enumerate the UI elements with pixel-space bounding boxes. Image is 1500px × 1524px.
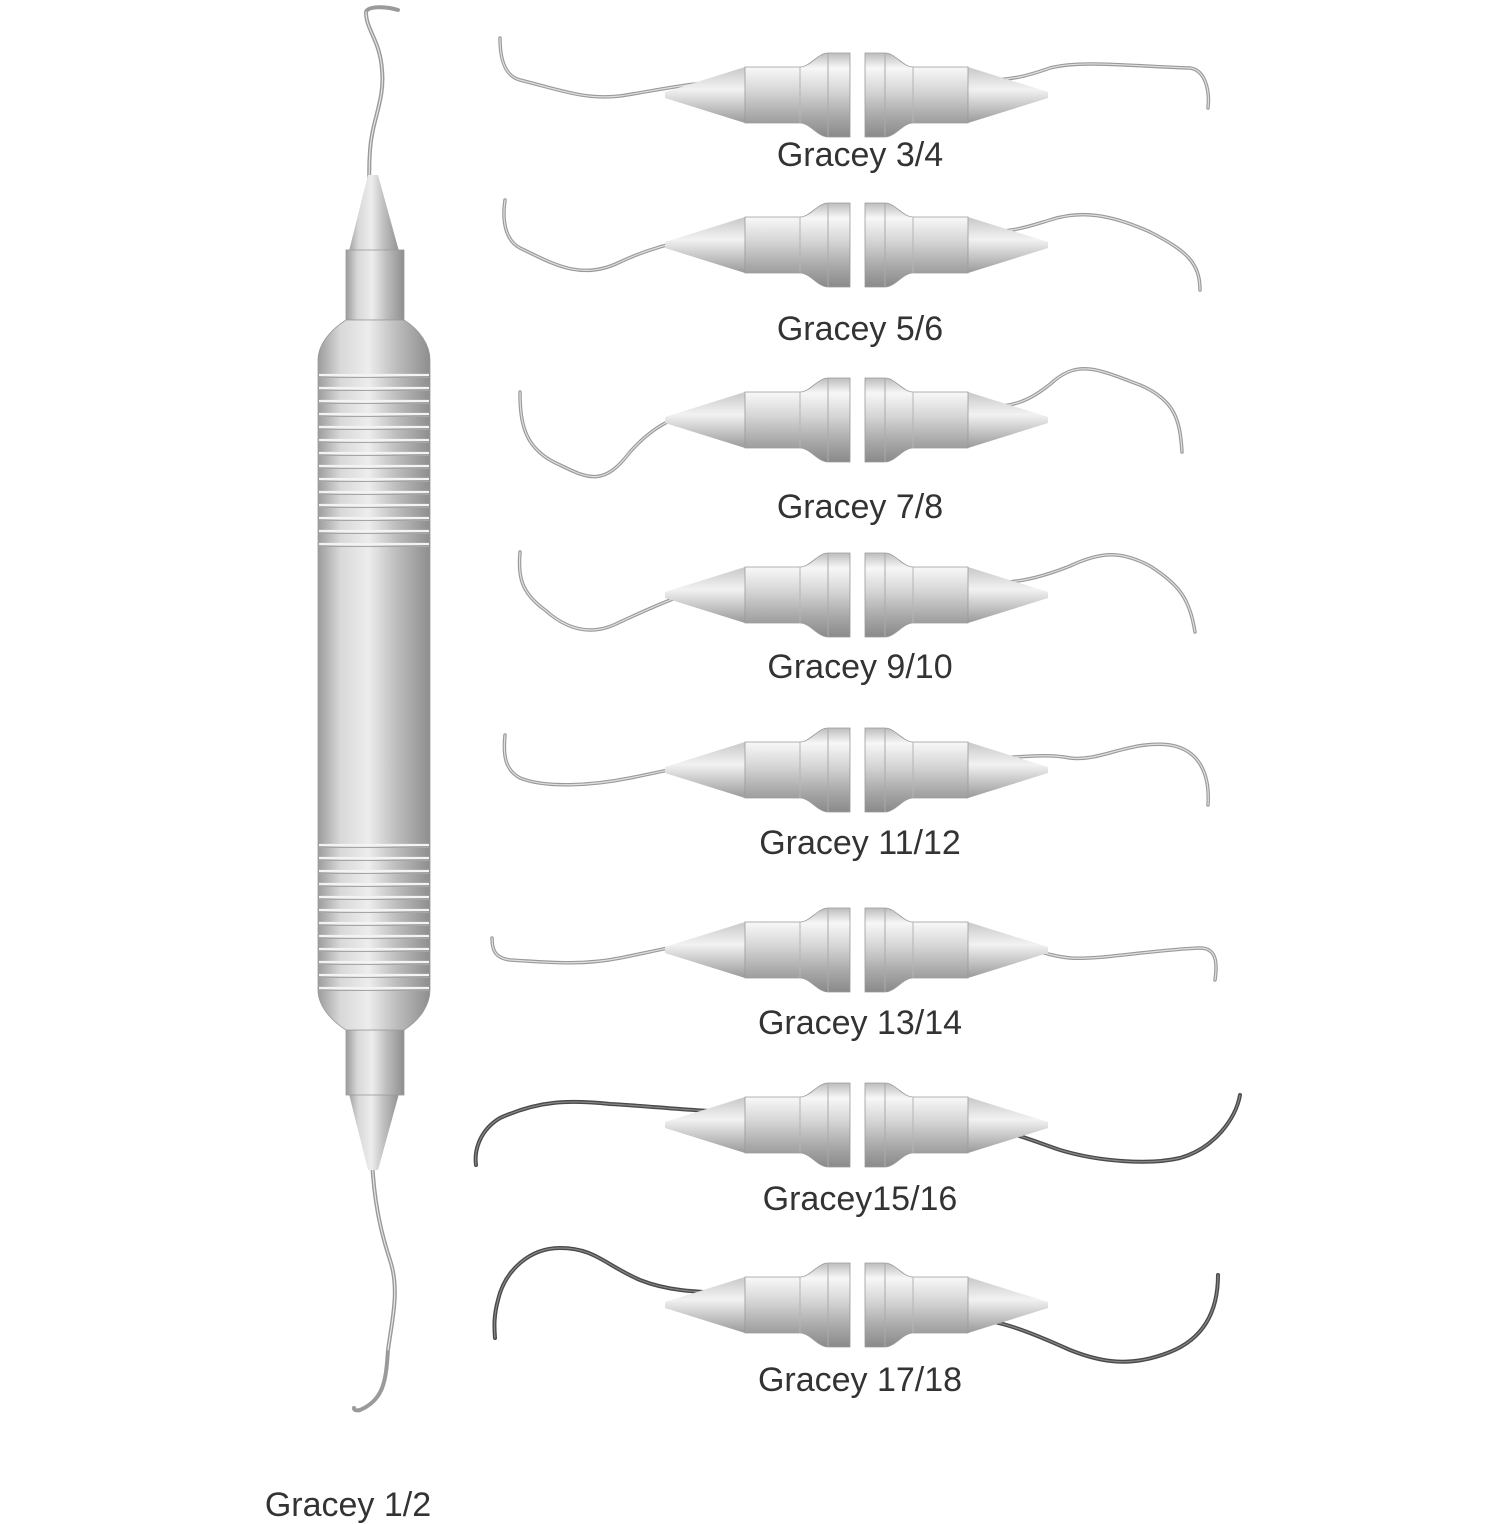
handle-right <box>864 52 969 138</box>
handle-right <box>864 552 969 638</box>
instrument-label: Gracey 9/10 <box>767 648 953 686</box>
handle-left <box>744 202 851 288</box>
taper-left <box>665 217 745 273</box>
collar-bottom <box>345 1029 405 1096</box>
horizontal-instrument <box>502 727 1210 813</box>
taper-right <box>968 742 1048 798</box>
instrument-label: Gracey 3/4 <box>776 136 944 174</box>
handle-left <box>744 552 851 638</box>
instrument-label: Gracey 17/18 <box>757 1361 963 1399</box>
collar-top <box>345 249 405 321</box>
handle-left <box>744 52 851 138</box>
taper-bottom <box>348 1090 400 1170</box>
taper-left <box>665 742 745 798</box>
taper-right <box>968 217 1048 273</box>
horizontal-instrument <box>473 1082 1242 1168</box>
handle-right <box>864 1262 969 1348</box>
taper-left <box>665 1277 745 1333</box>
taper-right <box>968 1277 1048 1333</box>
taper-left <box>665 922 745 978</box>
instrument-label: Gracey 1/2 <box>264 1486 432 1524</box>
working-end-right <box>966 1273 1220 1364</box>
horizontal-instrument <box>492 1245 1220 1364</box>
handle-left <box>744 377 851 463</box>
handle-left <box>744 727 851 813</box>
taper-left <box>665 67 745 123</box>
working-end-left <box>473 1099 747 1167</box>
working-end-bottom <box>352 1158 397 1413</box>
horizontal-instrument <box>490 907 1218 993</box>
horizontal-instrument <box>517 550 1197 638</box>
vertical-instrument <box>317 5 431 1413</box>
handle-body <box>317 319 431 1031</box>
horizontal-instrument <box>498 36 1211 138</box>
handle-right <box>864 727 969 813</box>
taper-right <box>968 392 1048 448</box>
handle-left <box>744 1262 851 1348</box>
handle-right <box>864 907 969 993</box>
instrument-label: Gracey 11/12 <box>759 824 961 862</box>
taper-right <box>968 567 1048 623</box>
working-end-right <box>966 1093 1242 1164</box>
taper-right <box>968 1097 1048 1153</box>
taper-left <box>665 392 745 448</box>
instrument-label: Gracey 5/6 <box>776 310 944 348</box>
handle-right <box>864 377 969 463</box>
taper-top <box>348 175 400 255</box>
horizontal-instrument <box>502 198 1202 292</box>
working-end-left <box>492 1245 747 1340</box>
handle-right <box>864 1082 969 1168</box>
handle-left <box>744 907 851 993</box>
instrument-label: Gracey15/16 <box>762 1180 958 1218</box>
handle-left <box>744 1082 851 1168</box>
taper-left <box>665 1097 745 1153</box>
taper-right <box>968 67 1048 123</box>
horizontal-instrument <box>518 367 1184 479</box>
instrument-label: Gracey 13/14 <box>757 1004 963 1042</box>
instrument-label: Gracey 7/8 <box>776 488 944 526</box>
handle-right <box>864 202 969 288</box>
taper-left <box>665 567 745 623</box>
taper-right <box>968 922 1048 978</box>
